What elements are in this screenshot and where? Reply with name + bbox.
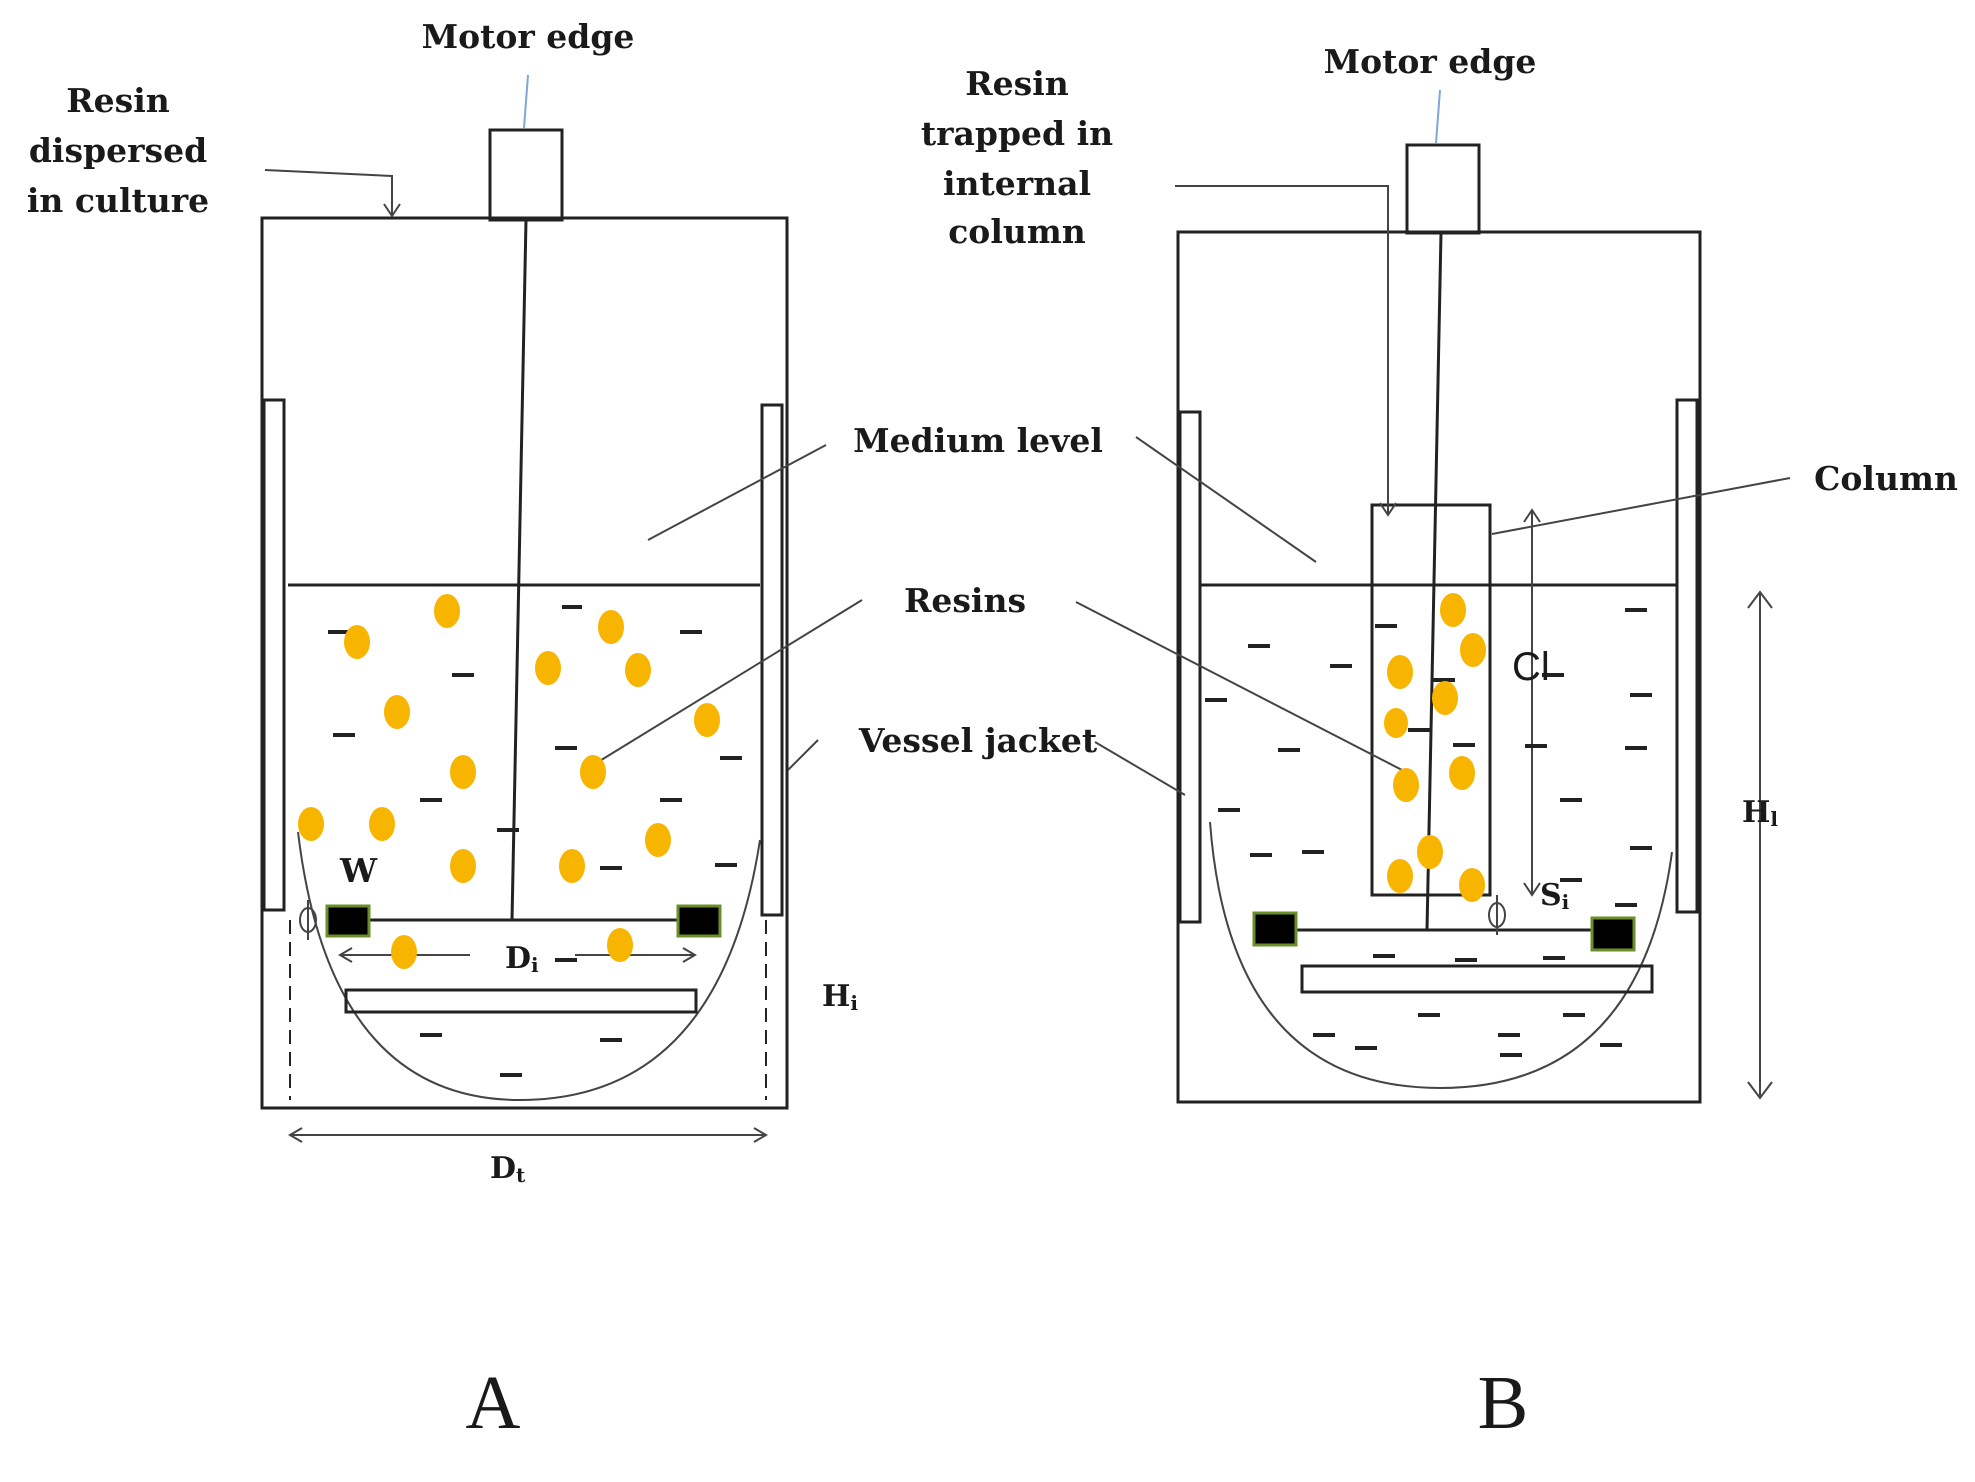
impeller-b-blade-left bbox=[1252, 911, 1298, 947]
resins-pointer-b bbox=[1075, 601, 1403, 771]
baffle-b-right bbox=[1675, 398, 1699, 914]
resin-b-arrowhead bbox=[1379, 502, 1397, 517]
si-label: Si bbox=[1540, 878, 1570, 914]
cl-label: Cl bbox=[1512, 645, 1550, 689]
motor-a bbox=[488, 128, 564, 222]
resin-label-a-line1: Resin bbox=[66, 81, 170, 120]
impeller-a-blade-left bbox=[325, 904, 371, 938]
medium-pointer-a bbox=[647, 444, 827, 541]
shaft-a bbox=[510, 219, 528, 921]
caption-b: B bbox=[1478, 1361, 1529, 1445]
resins-label: Resins bbox=[904, 581, 1026, 620]
jacket-pointer-b bbox=[1094, 741, 1186, 796]
dt-arrowhead-left bbox=[288, 1127, 303, 1143]
baffle-a-right bbox=[760, 403, 784, 917]
resin-a-pointer bbox=[264, 169, 393, 216]
si-indicator-mark bbox=[1488, 902, 1506, 928]
motor-b-pointer bbox=[1435, 89, 1441, 144]
sparger-b bbox=[1300, 964, 1654, 994]
hi-label: Hi bbox=[822, 979, 858, 1015]
vessel-a-bottom bbox=[297, 831, 761, 1102]
hl-label: Hl bbox=[1742, 795, 1778, 831]
resin-label-a-line2: dispersed bbox=[29, 131, 207, 170]
internal-column bbox=[1370, 503, 1492, 897]
resin-a-arrowhead bbox=[383, 203, 401, 218]
vessel-jacket-label: Vessel jacket bbox=[858, 721, 1098, 760]
w-indicator-mark bbox=[299, 907, 317, 933]
hl-arrowhead-top bbox=[1747, 590, 1773, 609]
impeller-b-blade-right bbox=[1590, 916, 1636, 952]
medium-level-label: Medium level bbox=[853, 421, 1103, 460]
resin-label-b-line4: column bbox=[948, 212, 1086, 251]
panel-b: Motor edge Resin trapped in internal col… bbox=[921, 42, 1958, 1445]
hl-arrowhead-bottom bbox=[1747, 1081, 1773, 1100]
cl-arrowhead-top bbox=[1523, 508, 1541, 523]
resin-label-a-line3: in culture bbox=[27, 181, 209, 220]
shaft-b bbox=[1425, 232, 1443, 931]
panel-a: Motor edge Resin dispersed in culture W … bbox=[27, 17, 863, 1445]
vessel-a-outline bbox=[260, 216, 789, 1110]
di-arrowhead-right bbox=[682, 947, 697, 963]
jacket-pointer-a bbox=[787, 739, 819, 771]
medium-dashes-b bbox=[1205, 608, 1652, 1057]
motor-b bbox=[1405, 143, 1481, 235]
di-label: Di bbox=[505, 941, 539, 977]
resin-b-pointer bbox=[1175, 185, 1389, 515]
column-pointer bbox=[1491, 477, 1791, 535]
resin-label-b-line1: Resin bbox=[965, 64, 1069, 103]
baffle-b-left bbox=[1178, 410, 1202, 924]
di-arrowhead-left bbox=[338, 947, 353, 963]
resin-beads-a bbox=[298, 594, 720, 969]
motor-label-b: Motor edge bbox=[1324, 42, 1537, 81]
baffle-a-left bbox=[262, 398, 286, 912]
impeller-a-blade-right bbox=[676, 904, 722, 938]
resin-beads-b bbox=[1384, 593, 1486, 902]
dt-arrowhead-right bbox=[753, 1127, 768, 1143]
medium-pointer-b bbox=[1135, 436, 1317, 563]
medium-dashes-a bbox=[328, 605, 742, 1077]
resin-label-b-line3: internal bbox=[943, 164, 1091, 203]
vessel-b-bottom bbox=[1209, 821, 1673, 1090]
dt-label: Dt bbox=[490, 1151, 526, 1187]
caption-a: A bbox=[466, 1361, 521, 1445]
motor-a-pointer bbox=[523, 74, 529, 129]
sparger-a bbox=[344, 988, 698, 1014]
resins-pointer-a bbox=[597, 599, 863, 763]
w-label: W bbox=[339, 851, 378, 890]
resin-label-b-line2: trapped in bbox=[921, 114, 1113, 153]
column-label: Column bbox=[1814, 459, 1958, 498]
cl-arrowhead-bottom bbox=[1523, 882, 1541, 897]
motor-label-a: Motor edge bbox=[422, 17, 635, 56]
